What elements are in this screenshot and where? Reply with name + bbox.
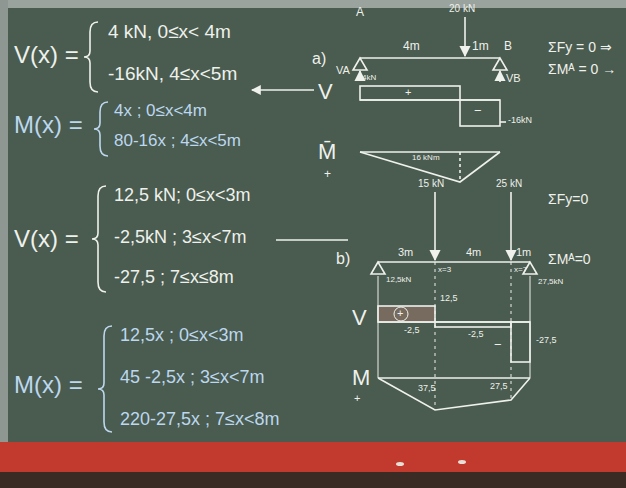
dimension: 4m xyxy=(466,246,481,258)
case-expression: 80-16x ; 4≤x<5m xyxy=(114,132,241,151)
board-frame xyxy=(0,0,626,8)
function-name: V(x) = xyxy=(14,42,79,68)
case-expression: 4 kN, 0≤x< 4m xyxy=(108,22,231,43)
case-expression: 12,5 kN; 0≤x<3m xyxy=(114,186,250,206)
point-label: B xyxy=(504,40,512,53)
case-expression: -27,5 ; 7≤x≤8m xyxy=(114,268,234,288)
sign-mark: − xyxy=(474,104,482,118)
diagram-label: M̄ xyxy=(318,140,336,164)
reaction-label: 27,5kN xyxy=(538,278,563,287)
function-name: M(x) = xyxy=(14,112,83,138)
dimension: 1m xyxy=(516,246,531,258)
case-expression: -16kN, 4≤x<5m xyxy=(108,64,237,85)
value-label: 37,5 xyxy=(418,384,436,394)
function-name: V(x) = xyxy=(14,226,79,252)
value-label: -27,5 xyxy=(536,336,557,346)
case-expression: 4x ; 0≤x<4m xyxy=(114,102,207,121)
part-label: b) xyxy=(336,250,350,268)
point-label: A xyxy=(356,6,364,19)
sign-mark: + xyxy=(324,168,331,181)
sign-mark: − xyxy=(494,338,502,352)
equilibrium-equation: ΣMᴬ = 0 → xyxy=(548,62,616,77)
reaction-label: VB xyxy=(506,72,521,84)
diagram-label: V xyxy=(318,80,333,104)
value-label: 27,5 xyxy=(490,382,508,392)
load-label: 15 kN xyxy=(418,178,444,189)
part-label: a) xyxy=(312,50,326,68)
case-expression: 45 -2,5x ; 3≤x<7m xyxy=(120,368,264,388)
load-label: 20 kN xyxy=(449,3,475,14)
load-label: 25 kN xyxy=(496,178,522,189)
sign-mark: + xyxy=(405,86,411,98)
value-label: 4kN xyxy=(362,74,376,83)
value-label: -2,5 xyxy=(404,326,420,336)
chalk-ledge xyxy=(0,442,626,472)
dimension: 1m xyxy=(472,40,489,53)
equilibrium-equation: ΣFy = 0 ⇒ xyxy=(548,40,612,55)
dimension: 4m xyxy=(403,40,420,53)
board-frame xyxy=(0,0,8,488)
chalk-piece xyxy=(396,462,404,466)
ledge-shadow xyxy=(0,472,626,488)
diagram-label: M xyxy=(352,366,370,390)
value-label: 12,5 xyxy=(440,294,458,304)
value-label: -2,5 xyxy=(468,330,484,340)
position-label: x=7 xyxy=(514,266,527,275)
case-expression: 12,5x ; 0≤x<3m xyxy=(120,326,243,346)
dimension: 3m xyxy=(398,246,413,258)
case-expression: -2,5kN ; 3≤x<7m xyxy=(114,228,246,248)
sign-mark: + xyxy=(397,307,403,319)
diagram-label: V xyxy=(352,306,367,330)
value-label: 16 kNm xyxy=(412,154,440,163)
position-label: x=3 xyxy=(438,266,451,275)
equilibrium-equation: ΣMᴬ=0 xyxy=(548,252,591,267)
function-name: M(x) = xyxy=(14,372,83,398)
reaction-label: 12,5kN xyxy=(386,276,411,285)
case-expression: 220-27,5x ; 7≤x<8m xyxy=(120,410,279,430)
chalk-piece xyxy=(458,460,466,464)
reaction-label: VA xyxy=(336,64,350,76)
braces xyxy=(84,22,112,432)
sign-mark: + xyxy=(354,392,360,404)
beam-a xyxy=(353,17,507,182)
value-label: -16kN xyxy=(508,116,532,126)
equilibrium-equation: ΣFy=0 xyxy=(548,192,588,207)
pointer-arrows xyxy=(252,90,348,240)
beam-b xyxy=(371,192,537,410)
